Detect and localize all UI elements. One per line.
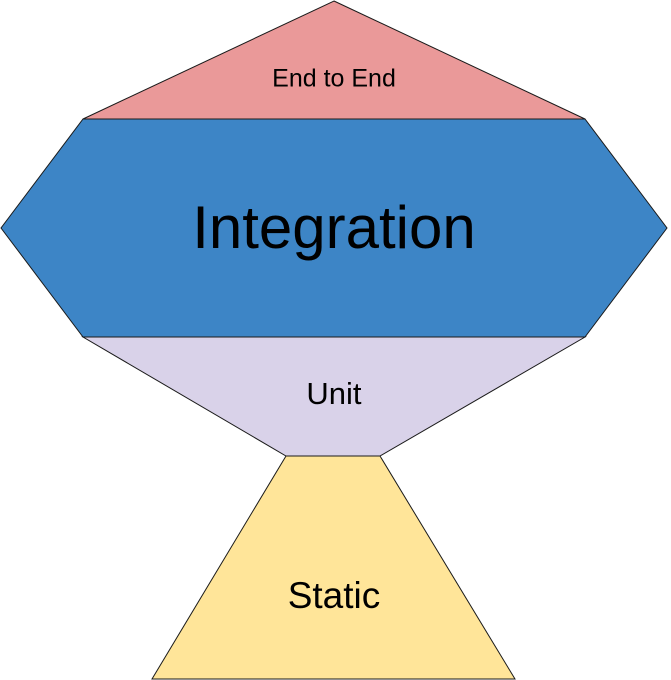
layer-end-to-end: End to End xyxy=(82,0,586,120)
layer-static: Static xyxy=(151,455,516,680)
layer-unit: Unit xyxy=(81,336,587,457)
unit-label: Unit xyxy=(306,376,362,411)
layer-integration: Integration xyxy=(0,118,668,338)
end-to-end-shape xyxy=(82,0,586,120)
end-to-end-label: End to End xyxy=(272,65,396,93)
static-label: Static xyxy=(288,575,381,616)
integration-label: Integration xyxy=(192,194,476,261)
static-shape xyxy=(151,455,516,680)
